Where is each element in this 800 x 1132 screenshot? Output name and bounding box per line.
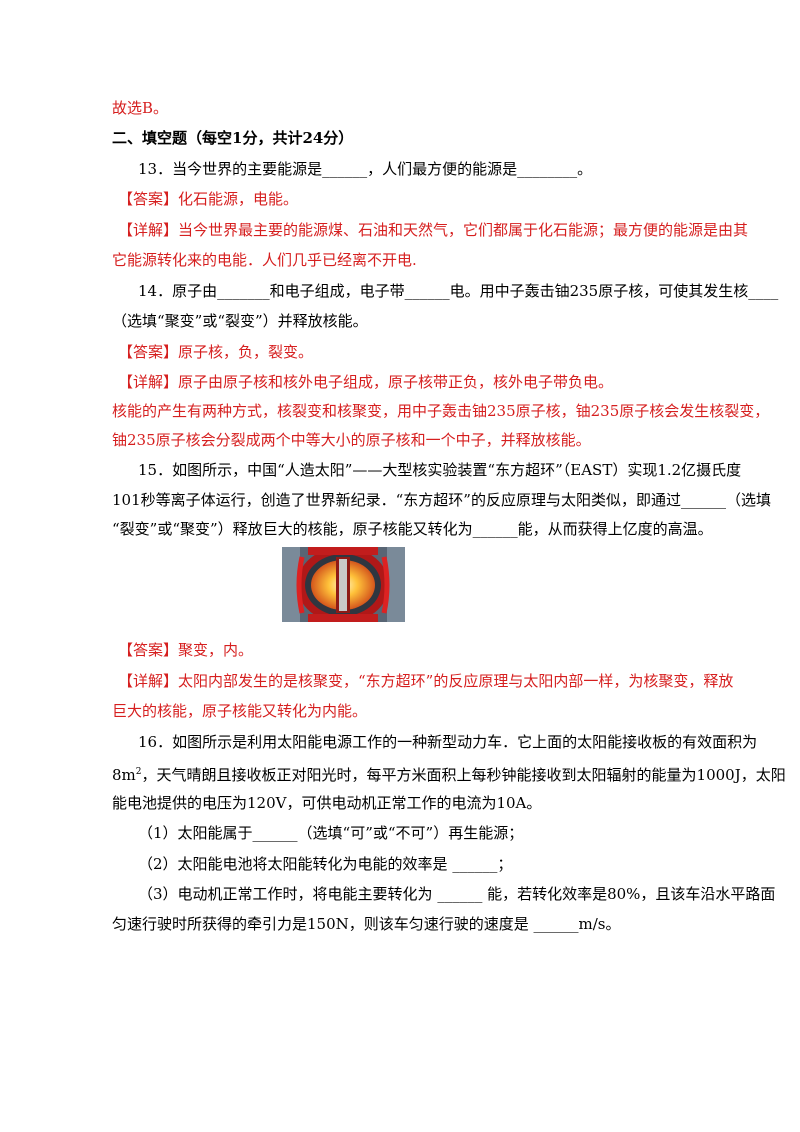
- question-14-line2: （选填“聚变”或“裂变”）并释放核能。: [112, 312, 368, 330]
- question-15-line1: 15．如图所示，中国“人造太阳”——大型核实验装置“东方超环”（EAST）实现1…: [138, 461, 742, 479]
- question-16-line2-text: ，天气晴朗且接收板正对阳光时，每平方米面积上每秒钟能接收到太阳辐射的能量为100…: [141, 766, 786, 784]
- question-16-part1: （1）太阳能属于______（选填“可”或“不可”）再生能源；: [138, 824, 524, 842]
- conclusion-line: 故选B。: [112, 99, 169, 117]
- explanation-14-line1: 【详解】原子由原子核和核外电子组成，原子核带正负，核外电子带负电。: [118, 373, 614, 391]
- explanation-14-line2: 核能的产生有两种方式，核裂变和核聚变，用中子轰击铀235原子核，铀235原子核会…: [112, 402, 770, 420]
- explanation-15-line1: 【详解】太阳内部发生的是核聚变，“东方超环”的反应原理与太阳内部一样，为核聚变，…: [118, 672, 734, 690]
- tokamak-illustration: [282, 547, 405, 622]
- answer-14: 【答案】原子核，负，裂变。: [118, 343, 314, 361]
- question-13: 13．当今世界的主要能源是______，人们最方便的能源是________。: [138, 160, 593, 178]
- question-15-line3: “裂变”或“聚变”）释放巨大的核能，原子核能又转化为______能，从而获得上亿…: [112, 520, 713, 538]
- question-16-line1: 16．如图所示是利用太阳能电源工作的一种新型动力车．它上面的太阳能接收板的有效面…: [138, 733, 758, 751]
- question-16-part3-line1: （3）电动机正常工作时，将电能主要转化为 ______ 能，若转化效率是80%，…: [138, 885, 776, 903]
- area-value: 8m: [112, 766, 136, 784]
- explanation-13-line2: 它能源转化来的电能．人们几乎已经离不开电.: [112, 251, 417, 269]
- tokamak-figure: [282, 547, 405, 622]
- explanation-13-line1: 【详解】当今世界最主要的能源煤、石油和天然气，它们都属于化石能源；最方便的能源是…: [118, 221, 749, 239]
- question-15-line2: 101秒等离子体运行，创造了世界新纪录．“东方超环”的反应原理与太阳类似，即通过…: [112, 491, 771, 509]
- answer-13: 【答案】化石能源，电能。: [118, 190, 299, 208]
- question-16-part2: （2）太阳能电池将太阳能转化为电能的效率是 ______；: [138, 855, 513, 873]
- answer-15: 【答案】聚变，内。: [118, 641, 254, 659]
- question-16-line3: 能电池提供的电压为120V，可供电动机正常工作的电流为10A。: [112, 794, 542, 812]
- question-16-line2: 8m2，天气晴朗且接收板正对阳光时，每平方米面积上每秒钟能接收到太阳辐射的能量为…: [112, 761, 786, 786]
- area-exponent: 2: [135, 767, 142, 777]
- question-16-part3-line2: 匀速行驶时所获得的牵引力是150N，则该车匀速行驶的速度是 ______m/s。: [112, 915, 621, 933]
- explanation-15-line2: 巨大的核能，原子核能又转化为内能。: [112, 702, 368, 720]
- section-heading: 二、填空题（每空1分，共计24分）: [112, 129, 354, 147]
- explanation-14-line3: 铀235原子核会分裂成两个中等大小的原子核和一个中子，并释放核能。: [112, 431, 591, 449]
- question-14-line1: 14．原子由_______和电子组成，电子带______电。用中子轰击铀235原…: [138, 282, 779, 300]
